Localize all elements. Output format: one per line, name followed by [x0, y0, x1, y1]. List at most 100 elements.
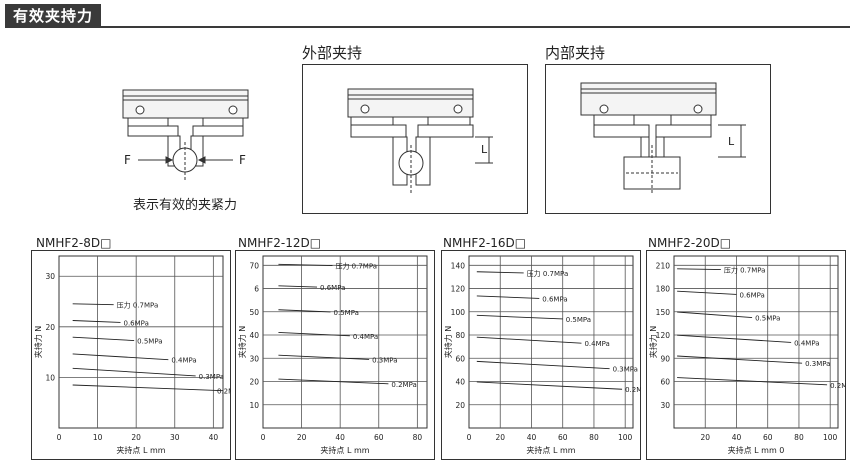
series-line — [476, 360, 610, 370]
series-label: 0.3MPa — [199, 373, 224, 381]
series-label: 0.6MPa — [320, 284, 345, 292]
x-tick-label: 30 — [170, 433, 180, 442]
series-line — [278, 378, 389, 385]
x-tick-label: 20 — [700, 433, 710, 442]
internal-clamp-diagram: L — [580, 82, 746, 195]
internal-l-label: L — [728, 135, 735, 148]
x-tick-label: 100 — [823, 433, 838, 442]
y-tick-label: 10 — [249, 401, 259, 410]
x-tick-label: 80 — [413, 433, 423, 442]
plot-area — [673, 255, 839, 429]
series-label: 0.5MPa — [137, 338, 162, 346]
y-tick-label: 60 — [455, 354, 465, 363]
series-label: 0.6MPa — [124, 319, 149, 327]
chart-frame — [441, 250, 641, 460]
x-tick-label: 20 — [297, 433, 307, 442]
series-line — [677, 311, 753, 319]
x-tick-label: 0 — [57, 433, 62, 442]
plot-area — [58, 255, 224, 429]
chart-frame — [646, 250, 846, 460]
y-tick-label: 30 — [249, 354, 259, 363]
y-axis-label: 夹持力 N — [648, 326, 658, 359]
force-caption: 表示有效的夹紧力 — [133, 198, 238, 213]
internal-clamp-title: 内部夹持 — [545, 44, 606, 62]
x-tick-label: 10 — [93, 433, 103, 442]
series-line — [677, 290, 737, 295]
y-tick-label: 180 — [656, 285, 671, 294]
external-l-label: L — [481, 143, 488, 156]
y-tick-label: 30 — [660, 401, 670, 410]
series-label: 压力 0.7MPa — [527, 269, 569, 278]
chart-frame — [235, 250, 435, 460]
series-line — [72, 336, 135, 342]
y-axis-label: 夹持力 N — [33, 326, 43, 359]
x-tick-label: 20 — [131, 433, 141, 442]
series-label: 0.5MPa — [755, 315, 780, 323]
series-line — [476, 295, 540, 299]
series-label: 0.2MPa — [391, 381, 416, 389]
x-tick-label: 60 — [763, 433, 773, 442]
series-label: 压力 0.7MPa — [117, 301, 159, 310]
x-tick-label: 0 — [261, 433, 266, 442]
series-label: 0.6MPa — [542, 295, 567, 303]
series-line — [677, 334, 792, 343]
external-clamp-title: 外部夹持 — [302, 44, 363, 62]
series-line — [72, 320, 121, 323]
series-line — [278, 309, 331, 313]
x-axis-label: 夹持点 L mm 0 — [728, 445, 785, 455]
series-label: 压力 0.7MPa — [724, 266, 766, 275]
series-line — [476, 271, 524, 274]
series-line — [278, 354, 370, 360]
x-tick-label: 60 — [374, 433, 384, 442]
chart-title-8d: NMHF2-8D□ — [36, 236, 112, 250]
y-tick-label: 90 — [660, 354, 670, 363]
x-tick-label: 40 — [732, 433, 742, 442]
x-tick-label: 0 — [467, 433, 472, 442]
y-tick-label: 40 — [455, 378, 465, 387]
force-f-left: F — [124, 153, 131, 167]
chart-title-20d: NMHF2-20D□ — [648, 236, 732, 250]
y-tick-label: 120 — [656, 331, 671, 340]
chart-frame — [31, 250, 231, 460]
y-tick-label: 140 — [451, 261, 466, 270]
series-label: 0.4MPa — [584, 340, 609, 348]
chart-title-12d: NMHF2-12D□ — [238, 236, 322, 250]
y-axis-label: 夹持力 N — [237, 326, 247, 359]
chart-title-16d: NMHF2-16D□ — [443, 236, 527, 250]
y-tick-label: 6 — [254, 285, 259, 294]
y-tick-label: 100 — [451, 308, 466, 317]
series-label: 0.6MPa — [739, 291, 764, 299]
external-clamp-diagram: L — [347, 88, 493, 193]
y-tick-label: 60 — [660, 378, 670, 387]
x-tick-label: 20 — [495, 433, 505, 442]
x-tick-label: 80 — [589, 433, 599, 442]
series-label: 0.4MPa — [171, 357, 196, 365]
x-tick-label: 100 — [618, 433, 633, 442]
x-tick-label: 40 — [527, 433, 537, 442]
series-line — [278, 331, 350, 337]
series-label: 0.3MPa — [372, 356, 397, 364]
series-line — [278, 263, 333, 267]
y-tick-label: 30 — [45, 272, 55, 281]
series-line — [72, 353, 169, 361]
section-header: 有效夹持力 — [5, 4, 850, 28]
series-label: 0.2MPa — [625, 386, 641, 394]
series-line — [476, 336, 582, 344]
plot-area — [262, 255, 428, 429]
x-axis-label: 夹持点 L mm — [526, 445, 575, 455]
series-line — [677, 355, 803, 364]
series-line — [476, 314, 563, 320]
x-tick-label: 60 — [558, 433, 568, 442]
series-line — [278, 285, 318, 288]
series-label: 压力 0.7MPa — [335, 262, 377, 271]
y-tick-label: 70 — [249, 261, 259, 270]
force-diagram: F F — [122, 89, 249, 180]
y-tick-label: 150 — [656, 308, 671, 317]
y-tick-label: 120 — [451, 285, 466, 294]
x-axis-label: 夹持点 L mm — [320, 445, 369, 455]
y-tick-label: 50 — [249, 308, 259, 317]
y-tick-label: 20 — [45, 323, 55, 332]
external-clamp-box: L — [302, 64, 528, 214]
